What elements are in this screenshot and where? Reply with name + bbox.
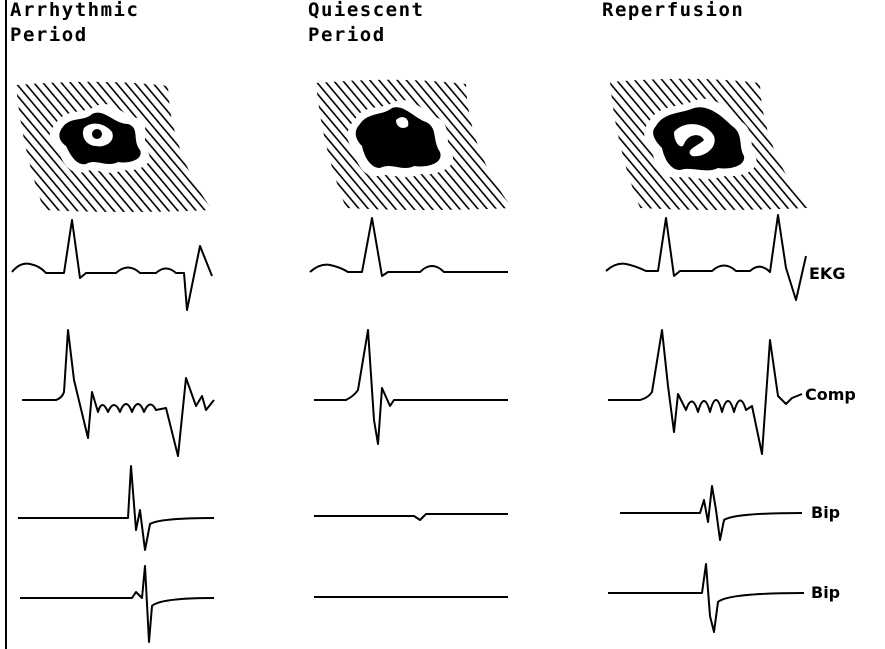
comp-trace-reperfusion bbox=[608, 330, 802, 454]
activation-map-arrhythmic bbox=[16, 82, 212, 212]
trace-label-ekg: EKG bbox=[809, 264, 845, 283]
bip1-trace-arrhythmic bbox=[18, 466, 214, 550]
bip1-trace-quiescent bbox=[314, 514, 508, 520]
ekg-trace-quiescent bbox=[310, 218, 508, 276]
trace-label-comp: Comp bbox=[805, 385, 856, 404]
activation-map-quiescent bbox=[316, 80, 512, 210]
ekg-trace-reperfusion bbox=[606, 215, 806, 300]
trace-label-bip-2: Bip bbox=[811, 583, 840, 602]
comp-trace-quiescent bbox=[314, 330, 508, 444]
comp-trace-arrhythmic bbox=[22, 330, 214, 456]
bip2-trace-reperfusion bbox=[608, 564, 804, 632]
bip2-trace-arrhythmic bbox=[20, 566, 214, 642]
bip1-trace-reperfusion bbox=[620, 486, 802, 540]
trace-label-bip-1: Bip bbox=[811, 503, 840, 522]
ekg-trace-arrhythmic bbox=[12, 220, 212, 310]
activation-map-reperfusion bbox=[610, 79, 808, 210]
